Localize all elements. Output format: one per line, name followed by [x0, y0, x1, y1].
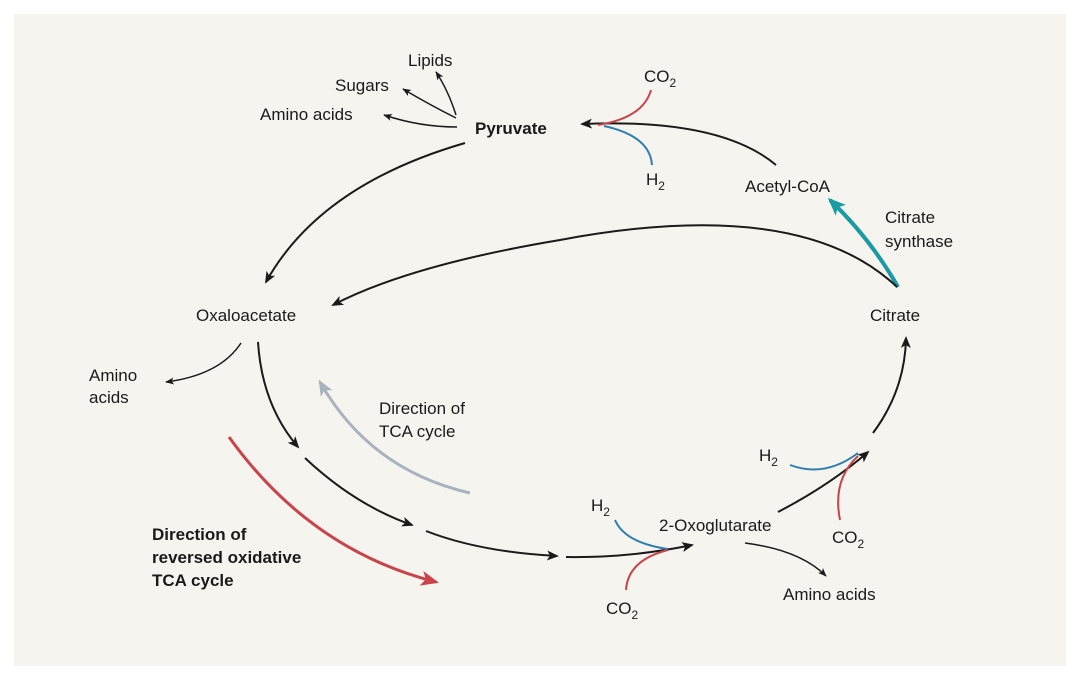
co2-label-right: CO2 [832, 528, 865, 551]
arrow-pyruvate-to-amino-acids [383, 114, 458, 128]
arrow-rtca-step-2 [304, 457, 414, 527]
tca-direction-label-line2: TCA cycle [379, 422, 456, 441]
h2-input-curve [603, 125, 653, 166]
co2-label-top: CO2 [644, 67, 677, 90]
reversed-tca-label-line2: reversed oxidative [152, 548, 301, 567]
node-2-oxoglutarate: 2-Oxoglutarate [659, 516, 771, 535]
co2-label-bottom: CO2 [606, 599, 639, 622]
arrow-oxoglutarate-to-intermediate [777, 450, 870, 513]
node-oxaloacetate: Oxaloacetate [196, 306, 296, 325]
product-amino-acids-oxaloacetate-line1: Amino [89, 366, 137, 385]
arrow-citrate-to-oxaloacetate [331, 224, 898, 306]
reversed-tca-label-line3: TCA cycle [152, 571, 234, 590]
arrow-acetylcoa-to-pyruvate [580, 118, 777, 166]
citrate-synthase-arrow [827, 197, 900, 288]
reversed-tca-label-line1: Direction of [152, 525, 247, 544]
product-lipids: Lipids [408, 51, 452, 70]
arrow-pyruvate-to-lipids [435, 71, 457, 116]
tca-direction-arrow [318, 379, 471, 495]
tca-direction-label-line1: Direction of [379, 399, 465, 418]
h2-label-top: H2 [646, 170, 665, 193]
h2-input-citrate [789, 452, 859, 471]
node-acetyl-coa: Acetyl-CoA [745, 177, 831, 196]
product-amino-acids-oxoglutarate: Amino acids [783, 585, 876, 604]
diagram-panel [14, 14, 1066, 666]
product-amino-acids-pyruvate: Amino acids [260, 105, 353, 124]
node-citrate: Citrate [870, 306, 920, 325]
h2-label-right: H2 [759, 446, 778, 469]
co2-input-citrate [837, 455, 859, 521]
reversed-tca-direction-arrow [227, 436, 439, 586]
node-pyruvate: Pyruvate [475, 119, 547, 138]
arrow-oxaloacetate-to-amino-acids [165, 342, 242, 385]
arrow-pyruvate-to-sugars [402, 88, 457, 119]
h2-label-bottom: H2 [591, 496, 610, 519]
h2-input-oxoglutarate [614, 519, 669, 550]
arrow-intermediate-to-citrate [872, 336, 911, 434]
product-amino-acids-oxaloacetate-line2: acids [89, 388, 129, 407]
arrow-rtca-step-3 [425, 530, 559, 561]
co2-input-oxoglutarate [625, 549, 669, 591]
arrow-oxoglutarate-to-amino-acids [744, 542, 827, 577]
enzyme-label-line1: Citrate [885, 208, 935, 227]
arrow-pyruvate-to-oxaloacetate [265, 142, 466, 284]
arrow-rtca-step-1 [257, 341, 300, 449]
enzyme-label-line2: synthase [885, 232, 953, 251]
product-sugars: Sugars [335, 76, 389, 95]
co2-input-curve [597, 89, 652, 126]
arrow-rtca-step-4 [565, 542, 694, 559]
